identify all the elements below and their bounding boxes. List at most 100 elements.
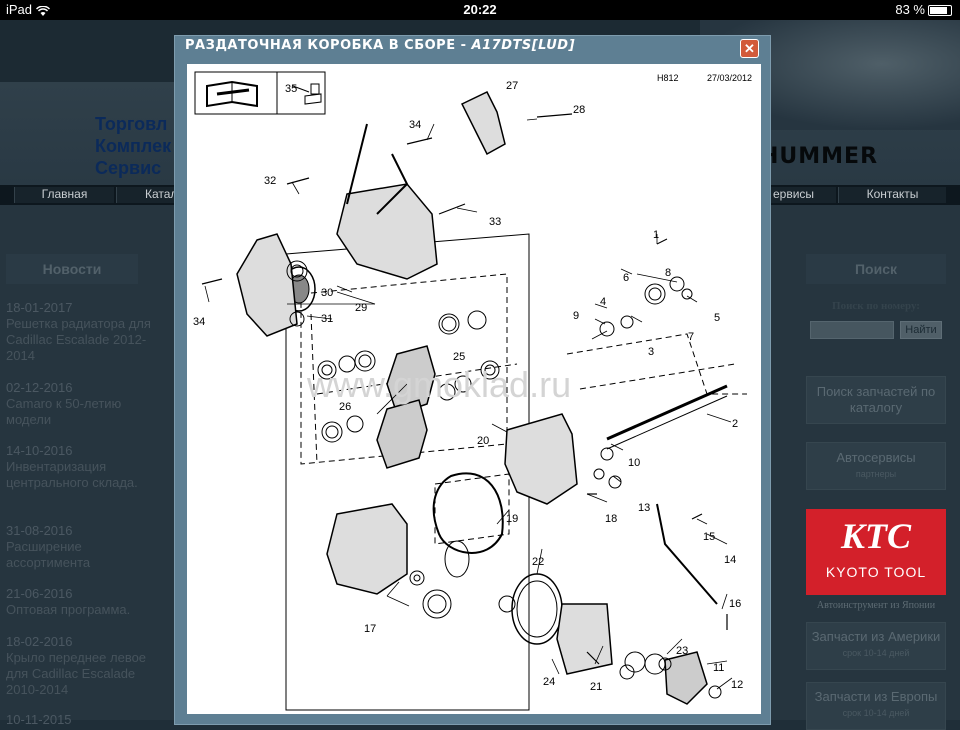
manual-icon xyxy=(206,80,258,108)
search-label: Поиск по номеру: xyxy=(832,300,920,312)
news-date: 31-08-2016 xyxy=(6,523,73,538)
autoservice-sublabel: партнеры xyxy=(855,469,897,479)
news-link[interactable]: Расширение ассортимента xyxy=(6,539,91,570)
callout-17: 17 xyxy=(364,623,376,635)
nav-contacts[interactable]: Контакты xyxy=(838,187,946,203)
modal-title-code: A17DTS[LUD] xyxy=(471,38,576,53)
callout-23: 23 xyxy=(676,645,688,657)
housing-middle xyxy=(504,413,578,505)
callout-5: 5 xyxy=(714,312,720,324)
ktc-banner[interactable]: KTC KYOTO TOOL xyxy=(806,509,946,595)
ktc-caption: Автоинструмент из Японии xyxy=(816,600,936,611)
callout-16: 16 xyxy=(729,598,741,610)
nav-catalog[interactable]: Катал xyxy=(116,187,177,203)
info-box xyxy=(194,71,326,115)
news-date: 14-10-2016 xyxy=(6,443,73,458)
housing-upper xyxy=(336,183,438,280)
callout-15: 15 xyxy=(703,531,715,543)
device-label: iPad xyxy=(6,2,51,17)
america-sublabel: срок 10-14 дней xyxy=(842,648,910,658)
news-date: 02-12-2016 xyxy=(6,380,73,395)
america-label: Запчасти из Америки xyxy=(811,629,941,644)
callout-20: 20 xyxy=(477,435,489,447)
catalog-search-button[interactable]: Поиск запчастей по каталогу xyxy=(806,376,946,424)
housing-front xyxy=(236,233,298,337)
news-header: Новости xyxy=(6,254,138,284)
company-name-line: Сервис xyxy=(95,158,162,178)
gear-25 xyxy=(386,345,436,415)
company-name-line: Комплек xyxy=(95,136,172,156)
hummer-logo: HUMMER xyxy=(760,144,879,169)
news-link[interactable]: Camaro к 50-летию модели xyxy=(6,396,122,427)
callout-27: 27 xyxy=(506,80,518,92)
callout-4: 4 xyxy=(600,296,606,308)
news-link[interactable]: Оптовая программа. xyxy=(6,602,131,617)
callout-9: 9 xyxy=(573,310,579,322)
callout-30: 30 xyxy=(321,287,333,299)
news-date: 21-06-2016 xyxy=(6,586,73,601)
callout-8: 8 xyxy=(665,267,671,279)
callout-14: 14 xyxy=(724,554,736,566)
callout-34: 34 xyxy=(193,316,205,328)
ktc-logo: KTC xyxy=(840,516,911,556)
exploded-view-drawing: H812 27/03/2012 www.gmoklad.ru 123456789… xyxy=(193,71,752,711)
nav-services[interactable]: ервисы xyxy=(756,187,836,203)
callout-29: 29 xyxy=(355,302,367,314)
assembly-frame xyxy=(285,233,530,711)
callout-24: 24 xyxy=(543,676,555,688)
diagram-modal: РАЗДАТОЧНАЯ КОРОБКА В СБОРЕ - A17DTS[LUD… xyxy=(174,35,771,725)
callout-22: 22 xyxy=(532,556,544,568)
battery-icon xyxy=(928,5,952,17)
wifi-icon xyxy=(36,5,51,16)
part-number-input[interactable] xyxy=(810,321,894,339)
autoservice-button[interactable]: Автосервисы партнеры xyxy=(806,442,946,490)
callout-13: 13 xyxy=(638,502,650,514)
callout-19: 19 xyxy=(506,513,518,525)
search-button[interactable]: Найти xyxy=(900,321,942,339)
callout-33: 33 xyxy=(489,216,501,228)
news-link[interactable]: Решетка радиатора для Cadillac Escalade … xyxy=(6,316,151,363)
ios-status-bar: iPad 20:22 83 % xyxy=(0,0,960,20)
callout-32: 32 xyxy=(264,175,276,187)
callout-25: 25 xyxy=(453,351,465,363)
gasket-19 xyxy=(432,472,504,554)
callout-34: 34 xyxy=(409,119,421,131)
news-link[interactable]: Крыло переднее левое для Cadillac Escala… xyxy=(6,650,147,697)
bracket-27 xyxy=(460,91,506,156)
website: Торговл Комплек Сервис HUMMER Главная Ка… xyxy=(0,20,960,730)
europe-label: Запчасти из Европы xyxy=(814,689,938,704)
modal-title: РАЗДАТОЧНАЯ КОРОБКА В СБОРЕ - A17DTS[LUD… xyxy=(185,38,576,53)
callout-11: 11 xyxy=(713,662,724,674)
news-link[interactable]: Инвентаризация центрального склада. xyxy=(6,459,138,490)
callout-18: 18 xyxy=(605,513,617,525)
housing-rear xyxy=(326,503,408,595)
europe-parts-button[interactable]: Запчасти из Европы срок 10-14 дней xyxy=(806,682,946,730)
flange-11 xyxy=(664,651,708,705)
callout-31: 31 xyxy=(321,313,333,325)
callout-28: 28 xyxy=(573,104,585,116)
vent-hose-14 xyxy=(656,503,718,605)
watermark: www.gmoklad.ru xyxy=(306,364,571,405)
callout-3: 3 xyxy=(648,346,654,358)
company-name-line: Торговл xyxy=(95,114,168,134)
callout-10: 10 xyxy=(628,457,640,469)
gear-26 xyxy=(376,399,428,469)
battery-indicator: 83 % xyxy=(895,2,952,17)
europe-sublabel: срок 10-14 дней xyxy=(842,708,910,718)
callout-35: 35 xyxy=(285,83,297,95)
news-date: 18-02-2016 xyxy=(6,634,73,649)
callout-21: 21 xyxy=(590,681,602,693)
close-icon[interactable]: ✕ xyxy=(740,39,759,58)
america-parts-button[interactable]: Запчасти из Америки срок 10-14 дней xyxy=(806,622,946,670)
housing-22 xyxy=(556,603,613,675)
drawing-code: H812 xyxy=(657,73,679,83)
sensor-icon xyxy=(304,83,322,105)
nav-home[interactable]: Главная xyxy=(14,187,114,203)
callout-1: 1 xyxy=(653,229,659,241)
callout-26: 26 xyxy=(339,401,351,413)
callout-12: 12 xyxy=(731,679,743,691)
autoservice-label: Автосервисы xyxy=(836,450,916,465)
search-header: Поиск xyxy=(806,254,946,284)
clock: 20:22 xyxy=(463,2,497,17)
